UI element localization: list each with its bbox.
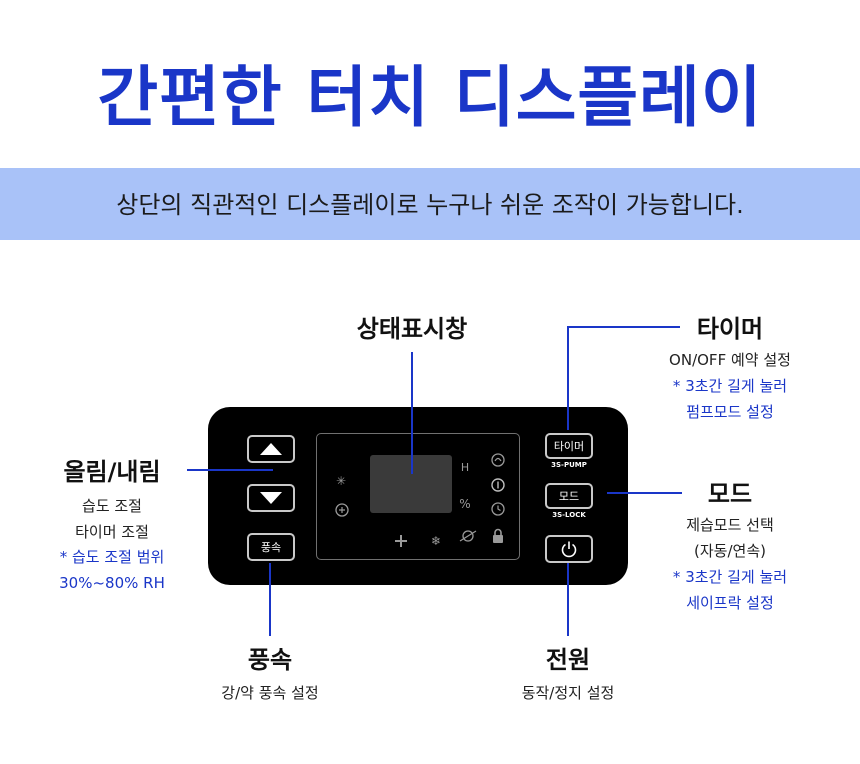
- subtitle-band: [0, 168, 860, 240]
- timer-hint: 3S-PUMP: [551, 461, 587, 469]
- power-icon: [561, 541, 577, 558]
- fan-callout-title: 풍속: [247, 646, 293, 674]
- updown-callout-line2: 타이머 조절: [75, 523, 149, 541]
- status-callout-title: 상태표시창: [356, 315, 468, 343]
- snowflake-icon: ✳: [335, 474, 347, 488]
- timer-callout-note2: 펌프모드 설정: [686, 403, 774, 421]
- timer-callout-line-v: [567, 326, 569, 430]
- page-subtitle: 상단의 직관적인 디스플레이로 누구나 쉬운 조작이 가능합니다.: [116, 191, 744, 219]
- page-title: 간편한 터치 디스플레이: [97, 59, 763, 136]
- fan-speed-button[interactable]: 풍속: [247, 533, 295, 561]
- timer-callout-line1: ON/OFF 예약 설정: [669, 351, 791, 369]
- mode-callout-note2: 세이프락 설정: [686, 594, 774, 612]
- mode-button[interactable]: 모드: [545, 483, 593, 509]
- lock-icon: [493, 528, 503, 543]
- mode-callout-line: [607, 492, 682, 494]
- mode-hint: 3S-LOCK: [552, 511, 586, 519]
- fan-callout-line: [269, 563, 271, 636]
- fan-callout-line1: 강/약 풍속 설정: [221, 684, 319, 702]
- timer-button-label: 타이머: [553, 440, 585, 453]
- mode-callout-note1: * 3초간 길게 눌러: [672, 568, 788, 586]
- triangle-down-icon: [260, 492, 282, 504]
- mode-callout-line1: 제습모드 선택: [686, 516, 774, 534]
- up-button[interactable]: [247, 435, 295, 463]
- power-callout-line1: 동작/정지 설정: [521, 684, 615, 702]
- indicator-h: H: [460, 461, 470, 474]
- updown-callout-line1: 습도 조절: [82, 497, 142, 515]
- triangle-up-icon: [260, 443, 282, 455]
- down-button[interactable]: [247, 484, 295, 512]
- updown-callout-note2: 30%~80% RH: [59, 574, 165, 592]
- power-button[interactable]: [545, 535, 593, 563]
- mode-button-label: 모드: [558, 490, 580, 503]
- fan-icon: [395, 535, 407, 547]
- swing-icon: [335, 503, 349, 517]
- defrost-icon: ❄: [430, 534, 442, 548]
- status-callout-line: [411, 352, 413, 474]
- mode-callout-line2: (자동/연속): [694, 542, 766, 560]
- timer-button[interactable]: 타이머: [545, 433, 593, 459]
- clock-icon: [491, 502, 505, 516]
- drain-icon: [491, 453, 505, 467]
- continuous-icon: [491, 478, 505, 492]
- indicator-percent: %: [459, 497, 471, 511]
- timer-callout-line-h: [567, 326, 680, 328]
- filter-icon: [459, 530, 477, 542]
- timer-callout-title: 타이머: [696, 315, 764, 343]
- updown-callout-note1: * 습도 조절 범위: [59, 548, 165, 566]
- fan-speed-button-label: 풍속: [260, 541, 282, 554]
- timer-callout-note1: * 3초간 길게 눌러: [672, 377, 788, 395]
- power-callout-title: 전원: [545, 646, 591, 674]
- mode-callout-title: 모드: [707, 480, 753, 508]
- updown-callout-line: [187, 469, 273, 471]
- status-display-frame: [316, 433, 520, 560]
- power-callout-line: [567, 563, 569, 636]
- updown-callout-title: 올림/내림: [63, 458, 161, 486]
